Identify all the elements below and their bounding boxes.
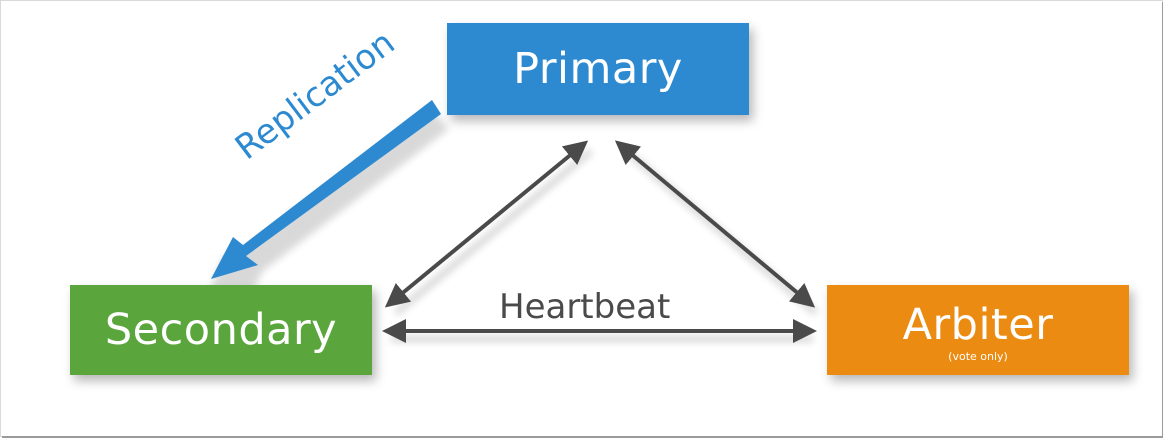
arbiter-node-sublabel: (vote only) [948,350,1008,363]
replication-arrow-shape [211,100,441,279]
primary-node-label: Primary [513,43,683,94]
heartbeat-label: Heartbeat [499,287,671,327]
secondary-node: Secondary [70,285,372,375]
primary-node: Primary [447,23,749,115]
arbiter-node: Arbiter (vote only) [827,285,1129,375]
heartbeat-arrow-primary-arbiter [614,140,816,308]
heartbeat-arrow-secondary-primary [384,140,589,308]
secondary-node-label: Secondary [104,304,338,355]
arbiter-node-label: Arbiter [902,300,1054,350]
